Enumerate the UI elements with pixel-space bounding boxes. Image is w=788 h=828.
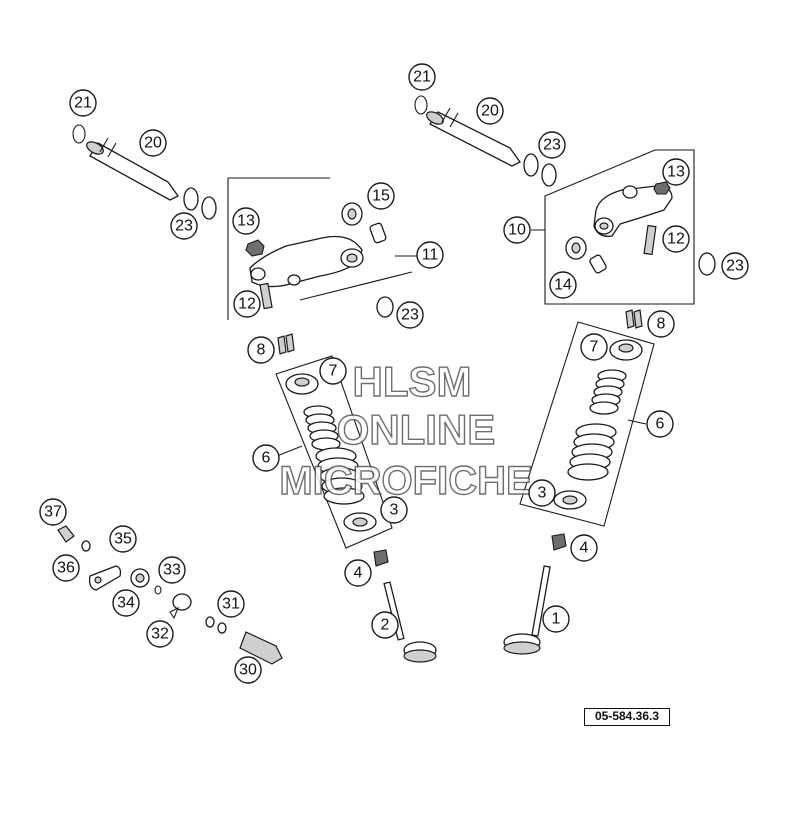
svg-text:23: 23 (543, 137, 561, 154)
callout-15: 15 (367, 182, 395, 210)
callout-7-left: 7 (319, 357, 347, 385)
callout-12-right: 12 (662, 225, 690, 253)
callout-37: 37 (39, 498, 67, 526)
svg-text:7: 7 (590, 339, 599, 356)
valve-stem-seal-right (551, 533, 567, 551)
rocker-arm-group-right (531, 149, 695, 305)
svg-text:8: 8 (257, 342, 266, 359)
svg-text:4: 4 (354, 565, 363, 582)
callout-7-right: 7 (580, 333, 608, 361)
washer-right-23-lower (698, 252, 716, 276)
svg-text:23: 23 (726, 258, 744, 275)
callout-6-left: 6 (252, 444, 280, 472)
svg-text:12: 12 (667, 231, 685, 248)
valve-spring-group-right (519, 321, 655, 527)
svg-text:3: 3 (390, 502, 399, 519)
svg-text:15: 15 (372, 188, 390, 205)
svg-text:12: 12 (238, 296, 256, 313)
callout-31: 31 (217, 590, 245, 618)
callout-6-right: 6 (646, 410, 674, 438)
callout-36: 36 (52, 554, 80, 582)
callout-10: 10 (503, 216, 531, 244)
callouts: 21 20 23 13 15 11 12 23 21 20 23 13 10 1… (39, 63, 749, 684)
washers-right-23 (523, 153, 557, 187)
valve-intake (383, 581, 437, 663)
svg-text:31: 31 (222, 596, 240, 613)
callout-8-right: 8 (647, 310, 675, 338)
svg-text:21: 21 (74, 95, 92, 112)
callout-32: 32 (146, 620, 174, 648)
callout-21-right: 21 (408, 63, 436, 91)
svg-text:23: 23 (175, 218, 193, 235)
callout-33: 33 (158, 556, 186, 584)
svg-text:32: 32 (151, 626, 169, 643)
svg-text:14: 14 (554, 277, 572, 294)
rocker-shaft-right (426, 107, 521, 167)
svg-text:36: 36 (57, 560, 75, 577)
svg-text:20: 20 (144, 135, 162, 152)
callout-23-left: 23 (170, 212, 198, 240)
svg-text:13: 13 (667, 164, 685, 181)
svg-text:8: 8 (657, 316, 666, 333)
valve-stem-seal-left (373, 549, 389, 567)
callout-23-right: 23 (538, 131, 566, 159)
watermark-line1: HLSM (353, 358, 472, 405)
watermark-line2: ONLINE (337, 406, 496, 453)
rocker-shaft-left (86, 137, 179, 201)
callout-23-mid: 23 (396, 301, 424, 329)
svg-text:13: 13 (237, 213, 255, 230)
callout-20-right: 20 (476, 97, 504, 125)
washers-left-23 (183, 187, 217, 220)
valve-keepers-left (277, 333, 295, 355)
callout-12-left: 12 (233, 290, 261, 318)
watermark-line3: MICROFICHE (279, 459, 532, 503)
svg-text:33: 33 (163, 562, 181, 579)
valve-exhaust (503, 565, 551, 655)
diagram-reference-number: 05-584.36.3 (584, 708, 670, 726)
svg-text:2: 2 (381, 617, 390, 634)
svg-text:34: 34 (117, 595, 135, 612)
svg-text:20: 20 (481, 103, 499, 120)
callout-21-left: 21 (69, 89, 97, 117)
svg-text:1: 1 (552, 611, 561, 628)
watermark: HLSM ONLINE MICROFICHE (279, 357, 534, 503)
callout-35: 35 (109, 525, 137, 553)
svg-text:21: 21 (413, 69, 431, 86)
decompressor-parts (57, 525, 283, 665)
callout-30: 30 (234, 656, 262, 684)
valve-keepers-right (625, 309, 643, 329)
svg-text:6: 6 (656, 416, 665, 433)
callout-4-left: 4 (344, 559, 372, 587)
o-ring-left-21 (72, 124, 86, 144)
svg-text:4: 4 (580, 540, 589, 557)
callout-23-far-right: 23 (721, 252, 749, 280)
svg-text:6: 6 (262, 450, 271, 467)
callout-8-left: 8 (247, 336, 275, 364)
svg-text:10: 10 (508, 222, 526, 239)
callout-4-right: 4 (570, 534, 598, 562)
callout-3-left: 3 (380, 496, 408, 524)
svg-text:7: 7 (329, 363, 338, 380)
svg-text:37: 37 (44, 504, 62, 521)
rocker-arm-group-left (227, 177, 418, 320)
callout-11: 11 (416, 241, 444, 269)
o-ring-right-21 (414, 95, 428, 115)
callout-3-right: 3 (528, 479, 556, 507)
callout-20-left: 20 (139, 129, 167, 157)
callout-14: 14 (549, 271, 577, 299)
svg-text:35: 35 (114, 531, 132, 548)
callout-1: 1 (542, 605, 570, 633)
valve-spring-group-left (275, 355, 393, 549)
svg-text:11: 11 (422, 247, 439, 264)
callout-34: 34 (112, 589, 140, 617)
svg-text:3: 3 (538, 485, 547, 502)
callout-2: 2 (371, 611, 399, 639)
svg-text:23: 23 (401, 307, 419, 324)
callout-13-right: 13 (662, 158, 690, 186)
svg-text:30: 30 (239, 662, 257, 679)
callout-13-left: 13 (232, 207, 260, 235)
